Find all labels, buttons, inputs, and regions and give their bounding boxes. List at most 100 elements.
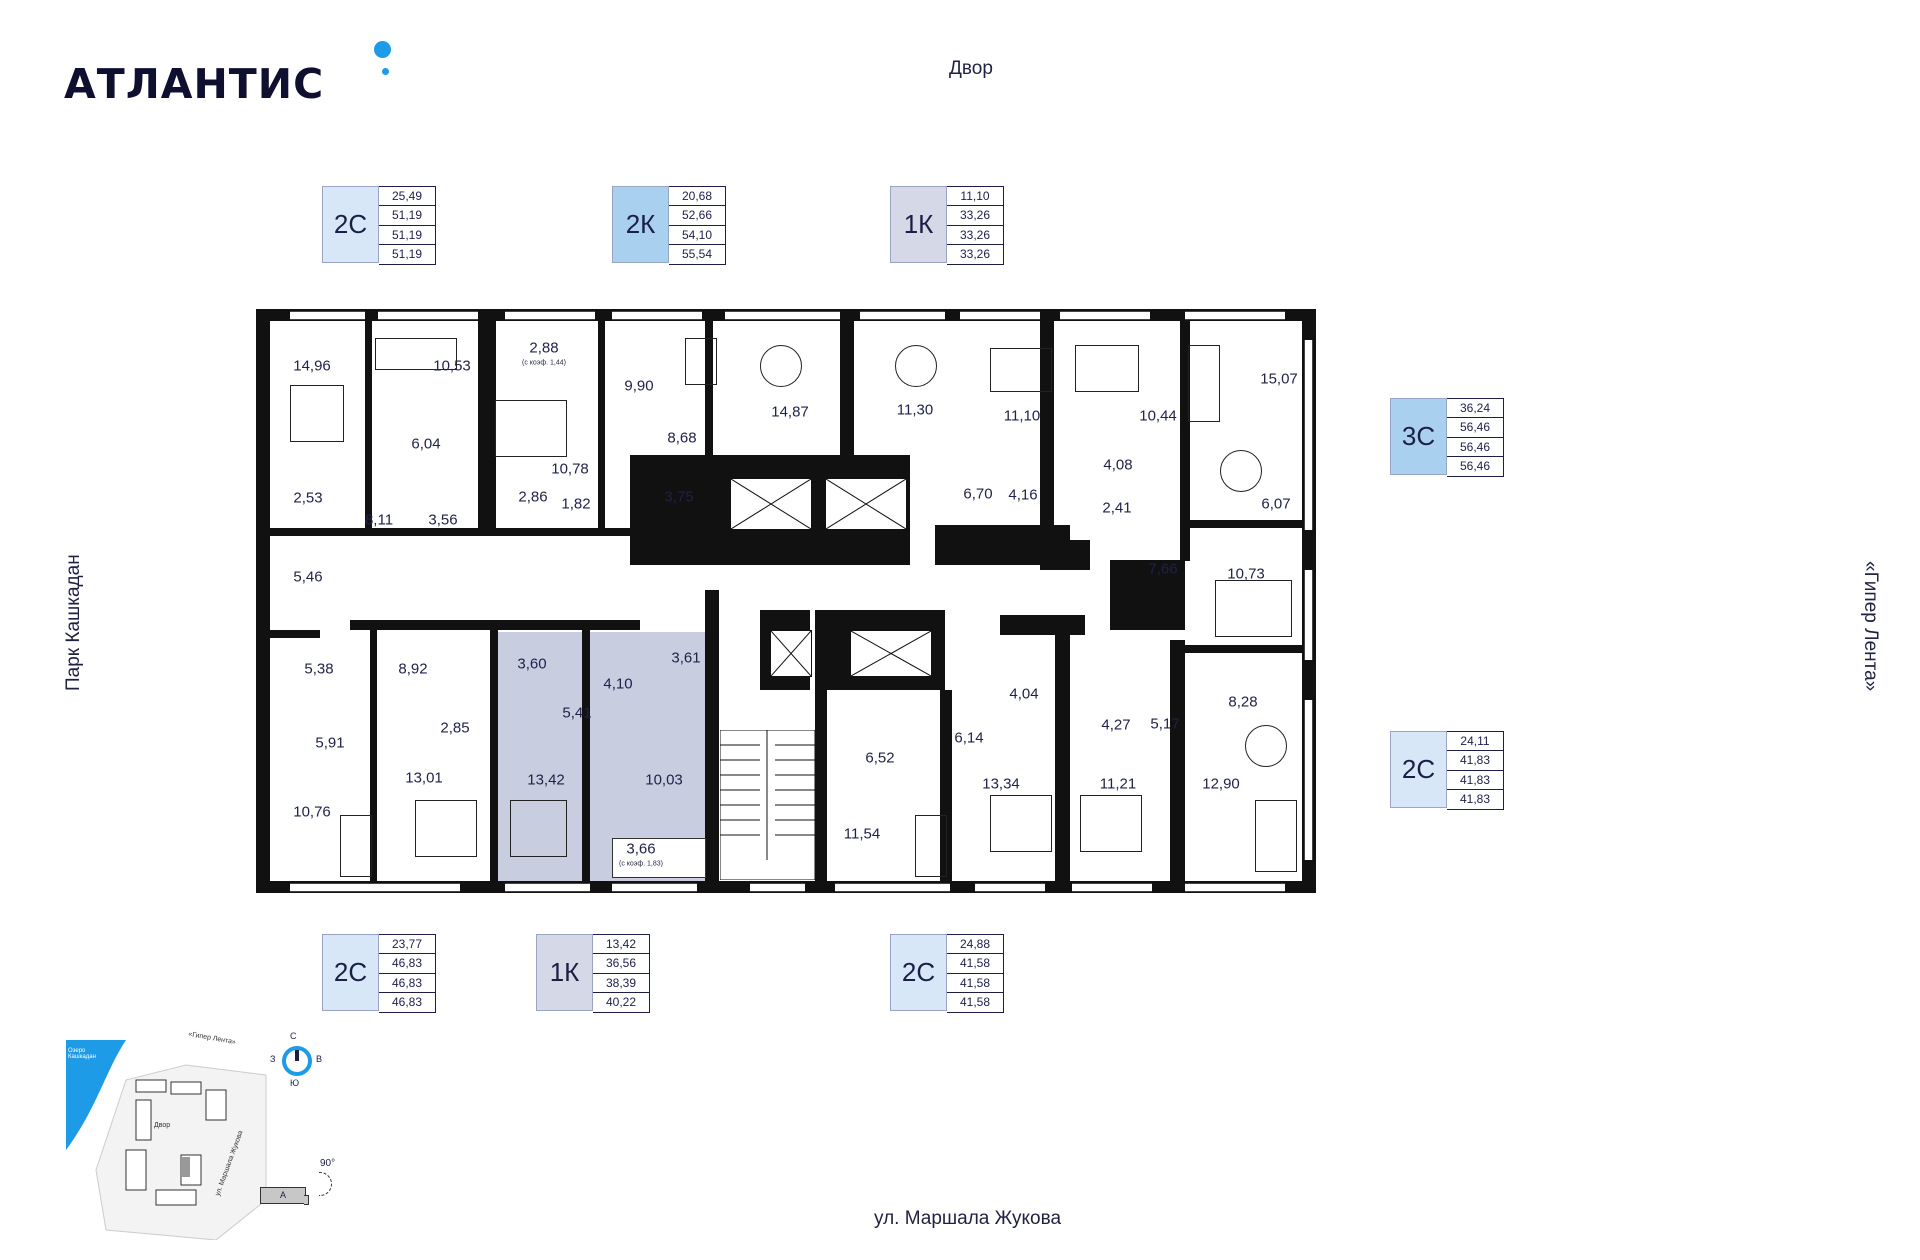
wall — [582, 620, 590, 881]
wall — [705, 590, 719, 881]
card-value: 20,68 — [669, 187, 725, 207]
room-area: 4,10 — [603, 675, 633, 693]
card-value: 25,49 — [379, 187, 435, 207]
window — [835, 883, 950, 892]
wall — [940, 690, 952, 881]
room-area: 4,04 — [1009, 685, 1039, 703]
sofa-icon — [685, 338, 717, 385]
elevator-icon — [730, 478, 812, 530]
card-value: 51,19 — [391, 246, 423, 261]
room-area: 5,46 — [293, 568, 323, 586]
room-area: 3,56 — [428, 511, 458, 529]
elevator-icon — [770, 630, 812, 677]
wall — [1180, 321, 1190, 561]
room-area: 5,38 — [304, 660, 334, 678]
room-area: 8,68 — [667, 429, 697, 447]
room-area: 4,27 — [1101, 716, 1131, 734]
room-area: 13,34 — [982, 775, 1020, 793]
room-area: 3,75 — [664, 488, 694, 506]
window — [505, 311, 595, 320]
sofa-icon — [1188, 345, 1220, 422]
card-value: 56,46 — [1447, 438, 1503, 457]
room-area: 2,86 — [518, 488, 548, 506]
window — [1185, 311, 1285, 320]
room-area: 10,76 — [293, 803, 331, 821]
room-area: 2,53 — [293, 489, 323, 507]
bed-icon — [990, 795, 1052, 852]
window — [290, 883, 460, 892]
elevator-icon — [825, 478, 907, 530]
room-area: 2,85 — [440, 719, 470, 737]
card-value: 41,83 — [1459, 791, 1491, 806]
card-type: 2С — [322, 934, 379, 1011]
wall — [490, 620, 498, 881]
window — [1304, 700, 1313, 860]
card-value: 33,26 — [959, 246, 991, 261]
wall-corridor-top — [270, 528, 630, 536]
logo-dot-icon — [374, 41, 391, 58]
window — [960, 311, 1040, 320]
room-area: 10,73 — [1227, 565, 1265, 583]
window — [378, 311, 478, 320]
card-value: 23,77 — [379, 935, 435, 955]
card-value: 38,39 — [593, 974, 649, 993]
room-area: 6,70 — [963, 485, 993, 503]
sofa-icon — [340, 815, 372, 877]
room-area: 8,28 — [1228, 693, 1258, 711]
room-area: 8,92 — [398, 660, 428, 678]
sofa-icon — [1255, 800, 1297, 872]
room-area: 11,30 — [896, 401, 934, 419]
room-area: 5,91 — [315, 734, 345, 752]
sofa-icon — [915, 815, 947, 877]
wall — [598, 321, 605, 531]
card-type: 2С — [890, 934, 947, 1011]
room-area: 3,61 — [671, 649, 701, 667]
room-area: 10,78 — [551, 460, 589, 478]
card-value: 46,83 — [379, 974, 435, 993]
card-type: 3С — [1390, 398, 1447, 475]
window — [725, 311, 840, 320]
card-value: 51,19 — [379, 206, 435, 226]
dining-table-icon — [1245, 725, 1287, 767]
window — [860, 311, 945, 320]
bed-icon — [290, 385, 344, 442]
card-type: 2С — [322, 186, 379, 263]
room-area: 4,08 — [1103, 456, 1133, 474]
compass-east: В — [316, 1054, 323, 1064]
card-value: 40,22 — [605, 994, 637, 1009]
room-area: 5,41 — [562, 704, 592, 722]
wall — [365, 321, 372, 531]
card-value: 41,83 — [1447, 751, 1503, 771]
dining-table-icon — [895, 345, 937, 387]
wall — [370, 620, 377, 881]
elevator-icon — [850, 630, 932, 677]
compass-south: Ю — [290, 1078, 300, 1088]
room-area: 11,54 — [843, 825, 881, 843]
card-value: 46,83 — [391, 994, 423, 1009]
bed-icon — [990, 348, 1052, 392]
wall — [270, 630, 320, 638]
section-badge: А — [260, 1187, 306, 1204]
sofa-icon — [375, 338, 457, 370]
window — [1304, 340, 1313, 530]
card-value: 24,88 — [947, 935, 1003, 955]
wall-left — [256, 309, 270, 893]
card-type: 2К — [612, 186, 669, 263]
room-coefficient: (с коэф. 1,44) — [522, 359, 566, 367]
room-area: 3,66 — [626, 840, 656, 858]
room-area: 11,21 — [1099, 775, 1137, 793]
room-area: 4,16 — [1008, 486, 1038, 504]
card-type: 1К — [890, 186, 947, 263]
window — [750, 883, 805, 892]
room-area: 10,03 — [645, 771, 683, 789]
room-area: 12,90 — [1202, 775, 1240, 793]
